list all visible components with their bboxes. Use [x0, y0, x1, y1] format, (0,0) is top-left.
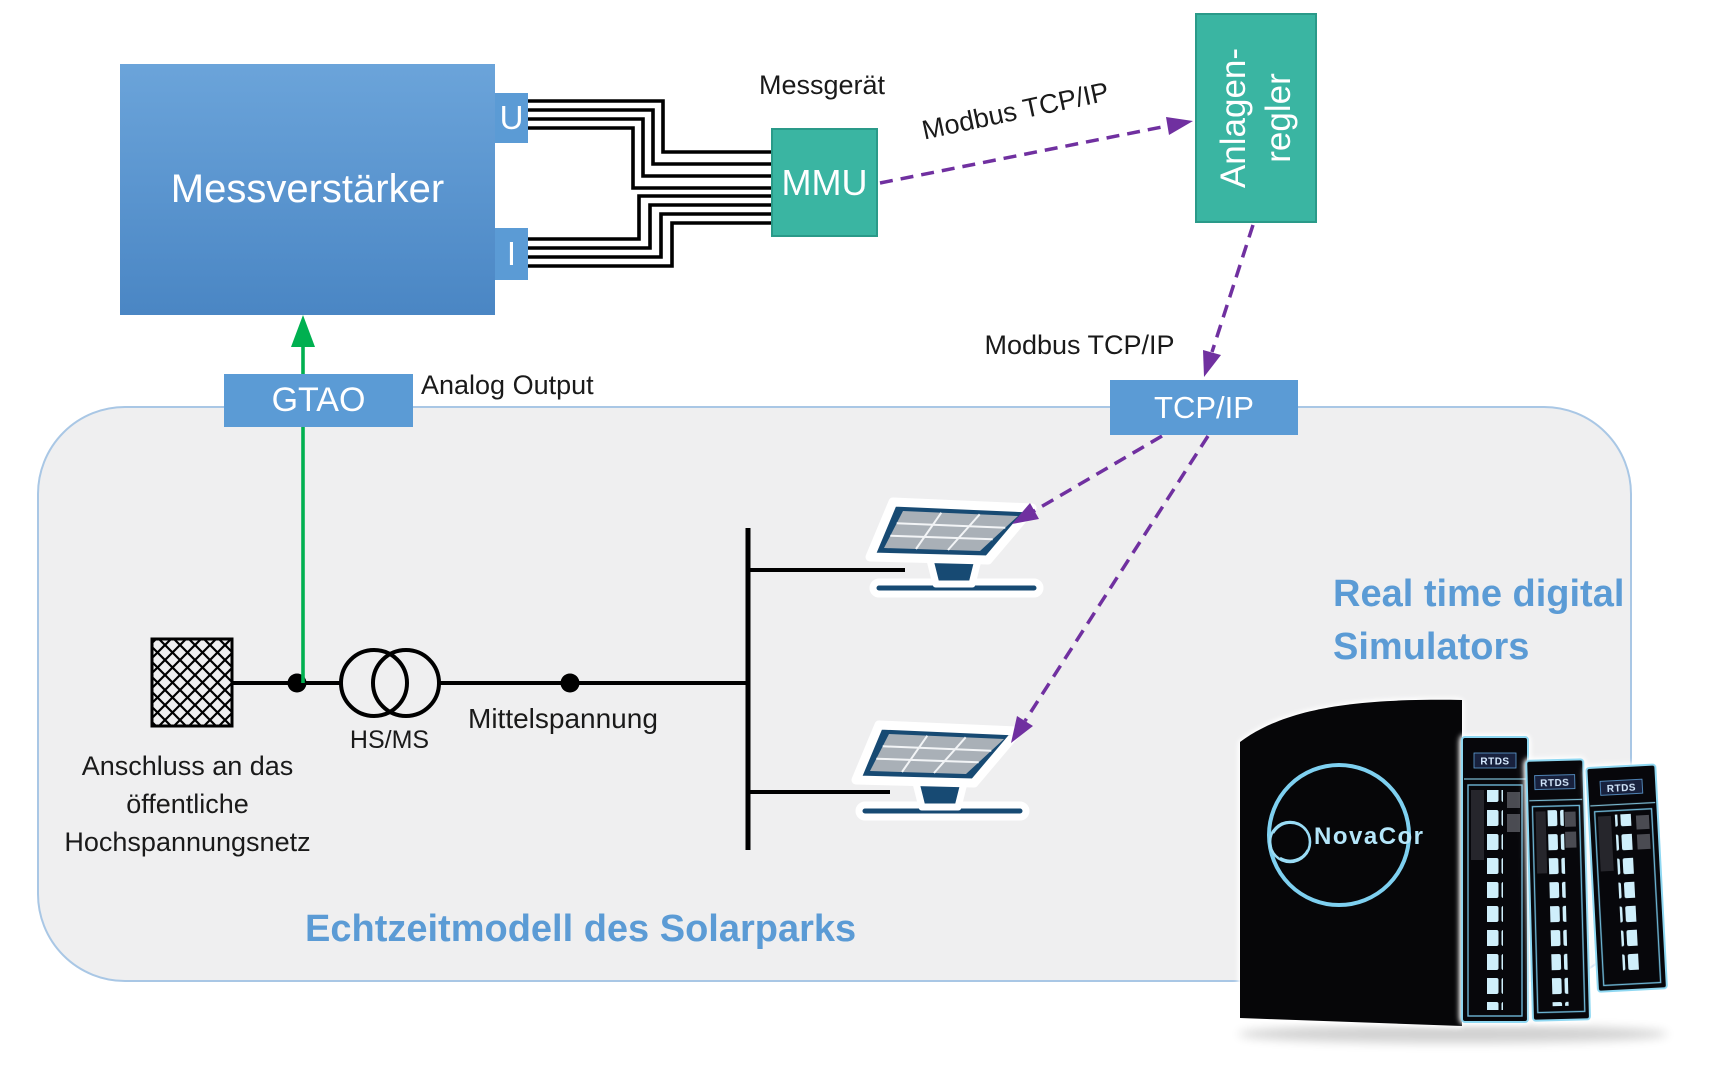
port-u-label: U — [499, 99, 524, 136]
modbus-lower-label: Modbus TCP/IP — [984, 330, 1175, 360]
purple-arrow-mmu-controller — [879, 117, 1193, 185]
mmu-caption: Messgerät — [758, 70, 886, 100]
plant-controller-box: Anlagen- regler — [1195, 13, 1317, 223]
gtao-label: GTAO — [271, 381, 366, 419]
grid-connection-line2: öffentliche — [126, 789, 249, 819]
mmu-box: MMU — [771, 128, 878, 237]
simulator-caption-line2: Simulators — [1333, 626, 1530, 668]
grid-connection-line1: Anschluss an das — [81, 751, 294, 781]
novacor-rtds-photo: NovaCor RTDS RTDS — [1228, 690, 1690, 1058]
green-arrow — [291, 315, 315, 683]
purple-arrow-tcpip-panel2 — [1011, 435, 1210, 743]
transformer-icon — [339, 648, 441, 718]
port-u-tab: U — [495, 93, 528, 143]
novacor-logo-text: NovaCor — [1314, 823, 1425, 850]
grid-connection-line3: Hochspannungsnetz — [64, 827, 311, 857]
tcpip-box: TCP/IP — [1110, 380, 1298, 435]
model-caption: Echtzeitmodell des Solarparks — [305, 908, 857, 950]
port-i-tab: I — [495, 228, 528, 280]
plant-controller-label: Anlagen- regler — [1195, 13, 1317, 223]
simulator-caption: Real time digital Simulators — [1333, 568, 1624, 674]
rtds-rack: RTDS — [1461, 736, 1529, 1023]
amplifier-label: Messverstärker — [170, 167, 445, 211]
novacor-side-panel: NovaCor — [1240, 699, 1462, 1026]
junction-dot — [560, 673, 580, 693]
grid-symbol-icon — [150, 637, 234, 728]
rack-label: RTDS — [1480, 757, 1509, 768]
rtds-rack: RTDS — [1585, 763, 1668, 993]
medium-voltage-label: Mittelspannung — [468, 703, 658, 734]
purple-arrow-controller-tcpip — [1203, 224, 1255, 377]
amplifier-box: Messverstärker — [120, 64, 495, 315]
rack-label: RTDS — [1540, 778, 1570, 790]
tcpip-label: TCP/IP — [1154, 389, 1254, 425]
cable-bundle-i — [527, 194, 771, 268]
rtds-rack: RTDS — [1525, 758, 1591, 1022]
novacor-logo — [1267, 763, 1411, 907]
photo-shadow — [1238, 1025, 1668, 1043]
purple-arrow-tcpip-panel1 — [1012, 434, 1163, 524]
rack-label: RTDS — [1607, 783, 1637, 796]
transformer-label: HS/MS — [349, 726, 430, 754]
solar-panel-icon — [856, 725, 1026, 817]
grid-connection-caption: Anschluss an das öffentliche Hochspannun… — [40, 747, 335, 861]
cable-bundle-u — [527, 99, 771, 190]
mmu-label: MMU — [781, 161, 868, 203]
solar-panel-icon — [870, 502, 1040, 594]
plant-controller-line1: Anlagen- — [1214, 47, 1253, 189]
gtao-box: GTAO — [224, 374, 413, 427]
port-i-label: I — [506, 235, 517, 272]
plant-controller-line2: regler — [1259, 73, 1298, 163]
simulator-caption-line1: Real time digital — [1333, 573, 1625, 615]
analog-output-label: Analog Output — [421, 370, 594, 400]
